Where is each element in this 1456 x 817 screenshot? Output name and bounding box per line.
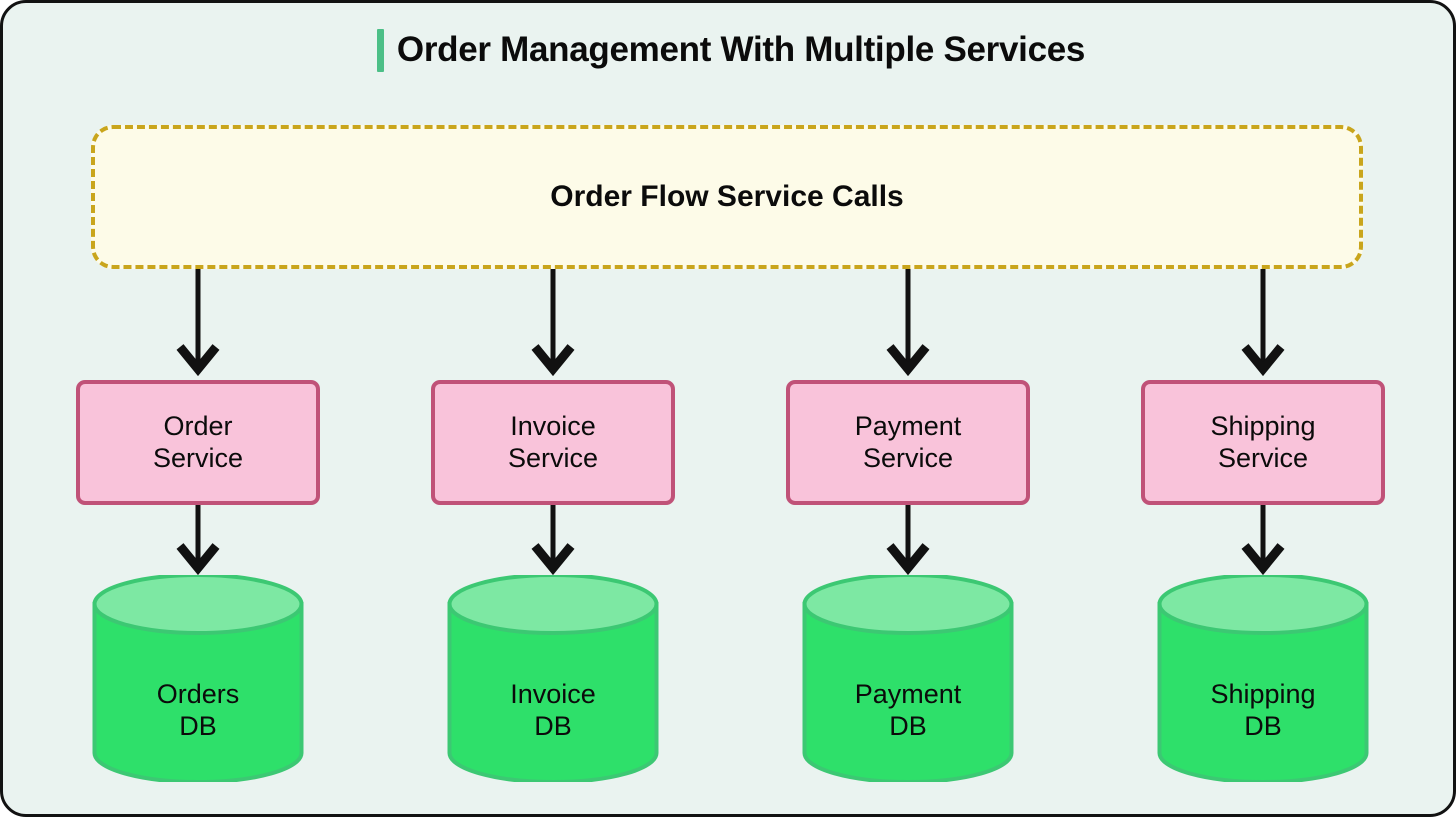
service-box-order[interactable]: Order Service	[76, 380, 320, 505]
database-cylinder-shipping[interactable]: Shipping DB	[1141, 575, 1385, 782]
arrow-group-to-payment-service	[786, 269, 1030, 380]
service-label-line2: Service	[1217, 442, 1309, 473]
service-box-shipping[interactable]: Shipping Service	[1141, 380, 1385, 505]
page-title: Order Management With Multiple Services	[396, 30, 1086, 69]
arrow-group-to-invoice-service	[431, 269, 675, 380]
service-column-payment: Payment Service Payment DB	[786, 269, 1030, 782]
page-title-row: Order Management With Multiple Services	[3, 21, 1453, 79]
service-label-line1: Order	[163, 410, 233, 441]
service-label-line1: Shipping	[1210, 410, 1316, 441]
database-cylinder-invoice[interactable]: Invoice DB	[431, 575, 675, 782]
arrow-invoice-service-to-invoice-db	[431, 505, 675, 575]
service-box-payment[interactable]: Payment Service	[786, 380, 1030, 505]
service-label-line2: Service	[862, 442, 954, 473]
service-label-line2: Service	[507, 442, 599, 473]
service-label-line2: Service	[152, 442, 244, 473]
arrow-group-to-shipping-service	[1141, 269, 1385, 380]
service-column-invoice: Invoice Service Invoice DB	[431, 269, 675, 782]
arrow-order-service-to-orders-db	[76, 505, 320, 575]
title-accent-bar	[376, 28, 384, 72]
service-column-shipping: Shipping Service Shipping DB	[1141, 269, 1385, 782]
order-flow-group-label: Order Flow Service Calls	[550, 180, 904, 213]
arrow-shipping-service-to-shipping-db	[1141, 505, 1385, 575]
service-label-line1: Invoice	[510, 410, 596, 441]
service-label-line1: Payment	[854, 410, 962, 441]
arrow-group-to-order-service	[76, 269, 320, 380]
service-column-order: Order Service Orders DB	[76, 269, 320, 782]
arrow-payment-service-to-payment-db	[786, 505, 1030, 575]
database-cylinder-orders[interactable]: Orders DB	[76, 575, 320, 782]
database-cylinder-payment[interactable]: Payment DB	[786, 575, 1030, 782]
service-box-invoice[interactable]: Invoice Service	[431, 380, 675, 505]
order-flow-group-container: Order Flow Service Calls	[91, 125, 1363, 269]
